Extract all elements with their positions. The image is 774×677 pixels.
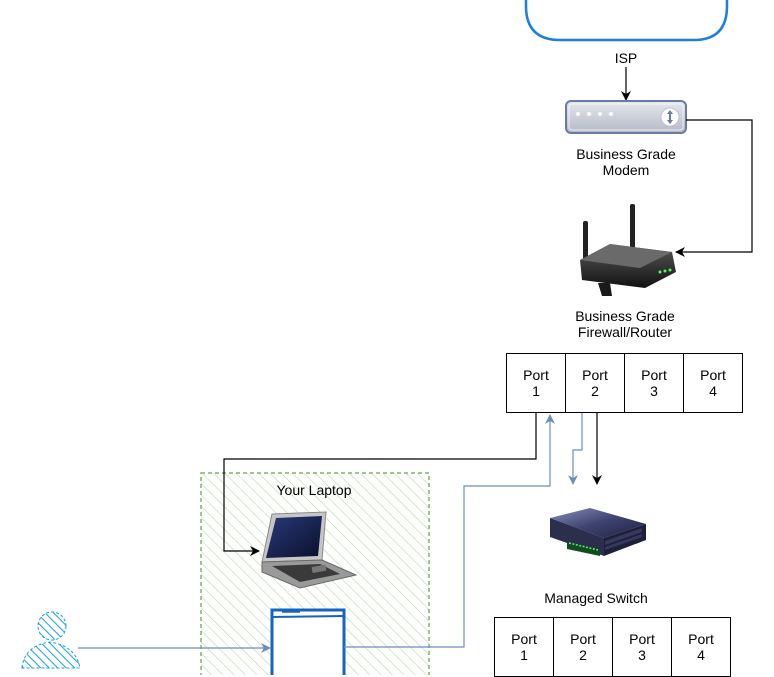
port-number: 2 xyxy=(579,647,587,663)
router-label-line2: Firewall/Router xyxy=(577,324,673,340)
network-switch-icon xyxy=(550,508,646,556)
port-number: 4 xyxy=(697,647,705,663)
port-name: Port xyxy=(570,631,596,647)
isp-label: ISP xyxy=(614,50,638,66)
port-name: Port xyxy=(629,631,655,647)
router-label-line1: Business Grade xyxy=(575,308,675,324)
port-name: Port xyxy=(582,367,608,383)
wireless-router-icon xyxy=(580,204,676,296)
modem-label: Business Grade Modem xyxy=(556,146,696,178)
port-number: 3 xyxy=(638,647,646,663)
user-icon xyxy=(21,611,81,669)
router-label: Business Grade Firewall/Router xyxy=(550,308,700,340)
port1-laptop-connector xyxy=(223,413,537,556)
modem-icon xyxy=(565,100,687,134)
laptop-group-label: Your Laptop xyxy=(276,482,352,498)
port-number: 2 xyxy=(591,383,599,399)
mobile-device-icon xyxy=(270,608,346,675)
port2-switch-blue-connector xyxy=(568,413,583,485)
cloud-shape xyxy=(524,0,729,42)
port-name: Port xyxy=(700,367,726,383)
port-number: 4 xyxy=(709,383,717,399)
device-port2-connector xyxy=(344,414,555,648)
port-name: Port xyxy=(523,367,549,383)
modem-label-line2: Modem xyxy=(602,162,650,178)
port-number: 3 xyxy=(650,383,658,399)
port-number: 1 xyxy=(532,383,540,399)
port-name: Port xyxy=(688,631,714,647)
port-name: Port xyxy=(511,631,537,647)
port-name: Port xyxy=(641,367,667,383)
port-number: 1 xyxy=(520,647,528,663)
switch-label: Managed Switch xyxy=(544,590,648,606)
laptop-icon xyxy=(261,511,358,589)
modem-router-connector xyxy=(675,119,753,257)
modem-label-line1: Business Grade xyxy=(576,146,676,162)
